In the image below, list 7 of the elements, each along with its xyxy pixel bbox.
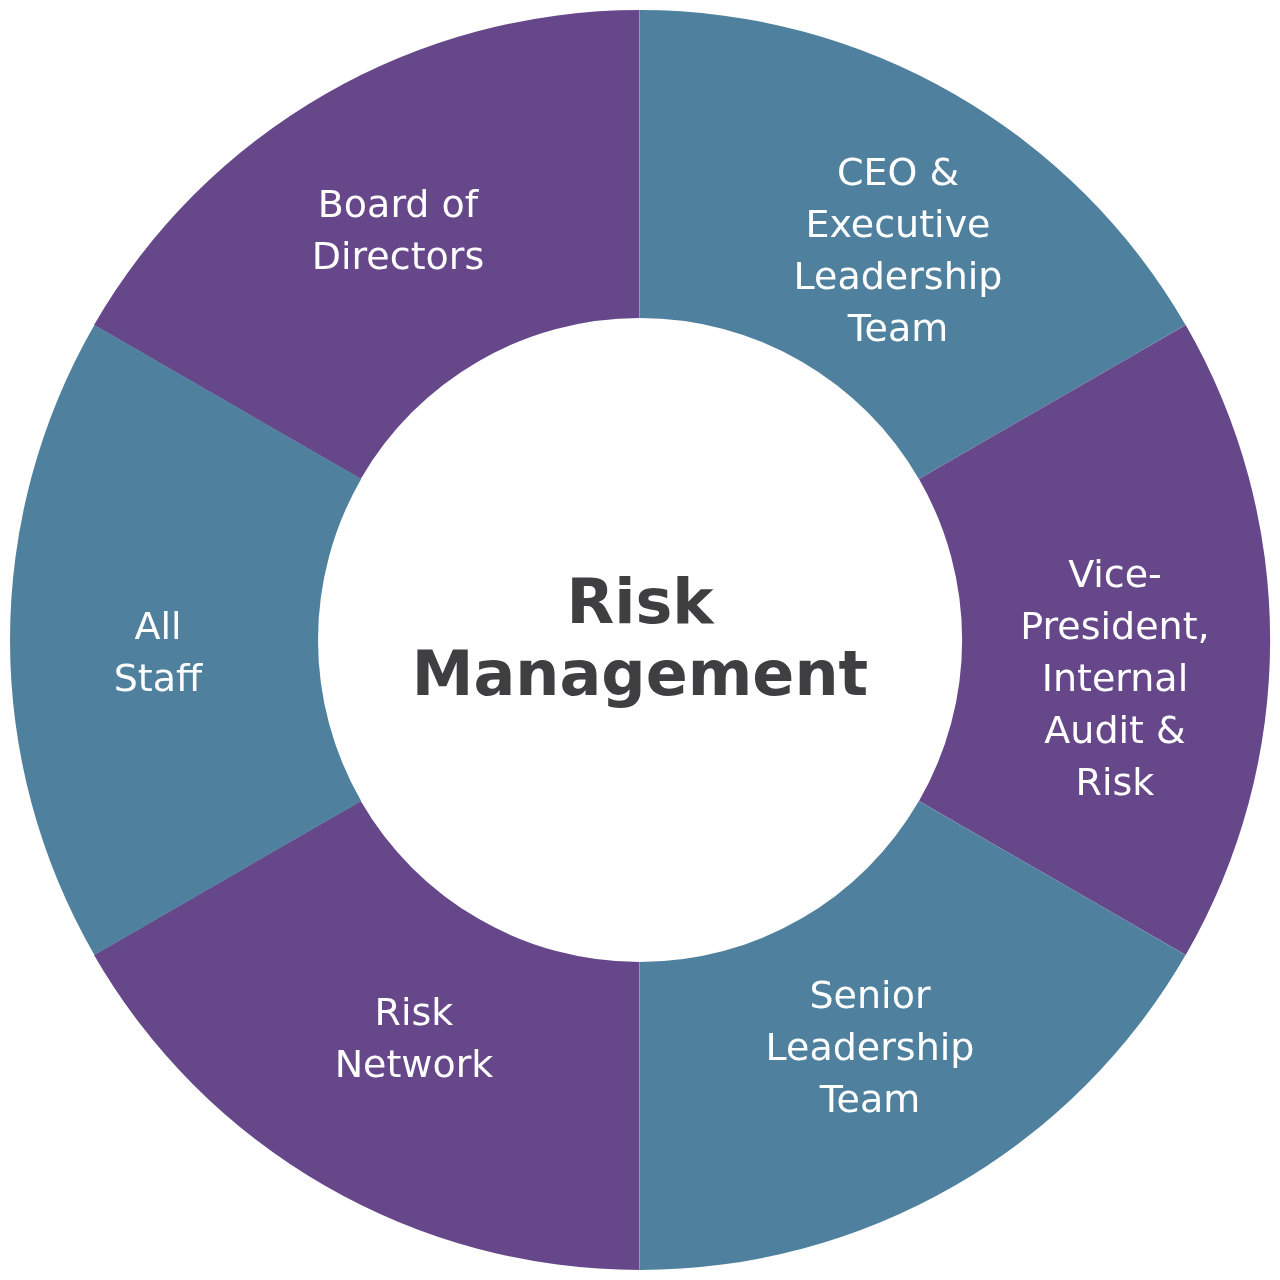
segment-label: Risk Network xyxy=(333,989,495,1088)
segment-label: All Staff xyxy=(112,603,204,702)
segment-label: Senior Leadership Team xyxy=(764,972,976,1123)
segment-label: Vice-President, Internal Audit & Risk xyxy=(1019,551,1211,806)
segment-label: Board of Directors xyxy=(310,181,486,280)
segment-label: CEO & Executive Leadership Team xyxy=(792,149,1004,352)
center-title: Risk Management xyxy=(410,566,870,710)
